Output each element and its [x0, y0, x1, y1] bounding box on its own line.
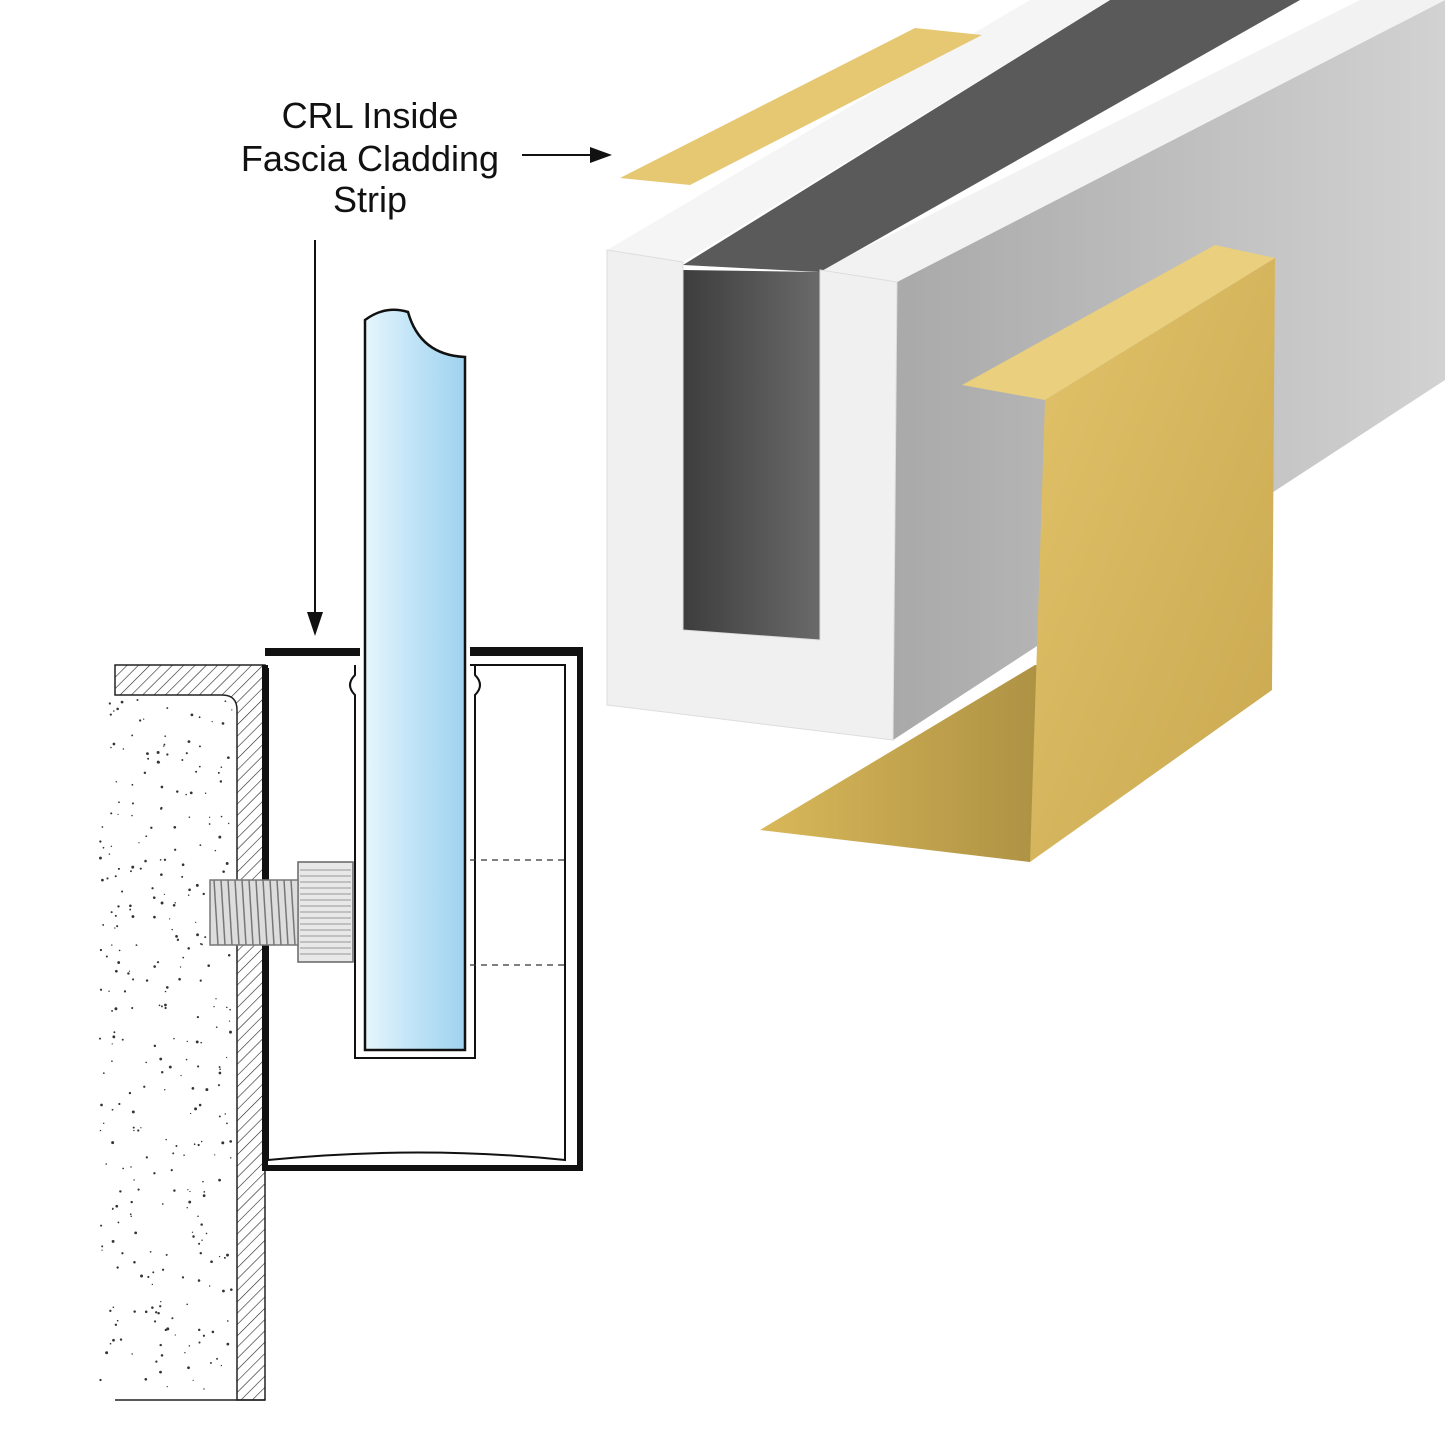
cross-section-drawing: [99, 308, 583, 1401]
callout-line-1: CRL Inside: [282, 95, 459, 136]
cladding-strip-top: [620, 28, 982, 185]
glass-panel: [363, 308, 467, 1052]
callout-line-2: Fascia Cladding: [241, 138, 499, 179]
concrete-wall: [115, 695, 237, 1400]
concrete-speckle: [99, 699, 233, 1390]
anchor-bolt-icon: [209, 861, 354, 963]
channel-3d-render: [606, 0, 1445, 862]
cladding-strip-side: [760, 245, 1275, 862]
arrow-right-icon: [522, 147, 612, 163]
callout-label: CRL Inside Fascia Cladding Strip: [241, 95, 499, 220]
arrow-down-icon: [307, 240, 323, 636]
glass-gasket: [349, 665, 481, 1059]
callout-line-3: Strip: [333, 179, 407, 220]
cladding-strip-section: [265, 648, 360, 656]
